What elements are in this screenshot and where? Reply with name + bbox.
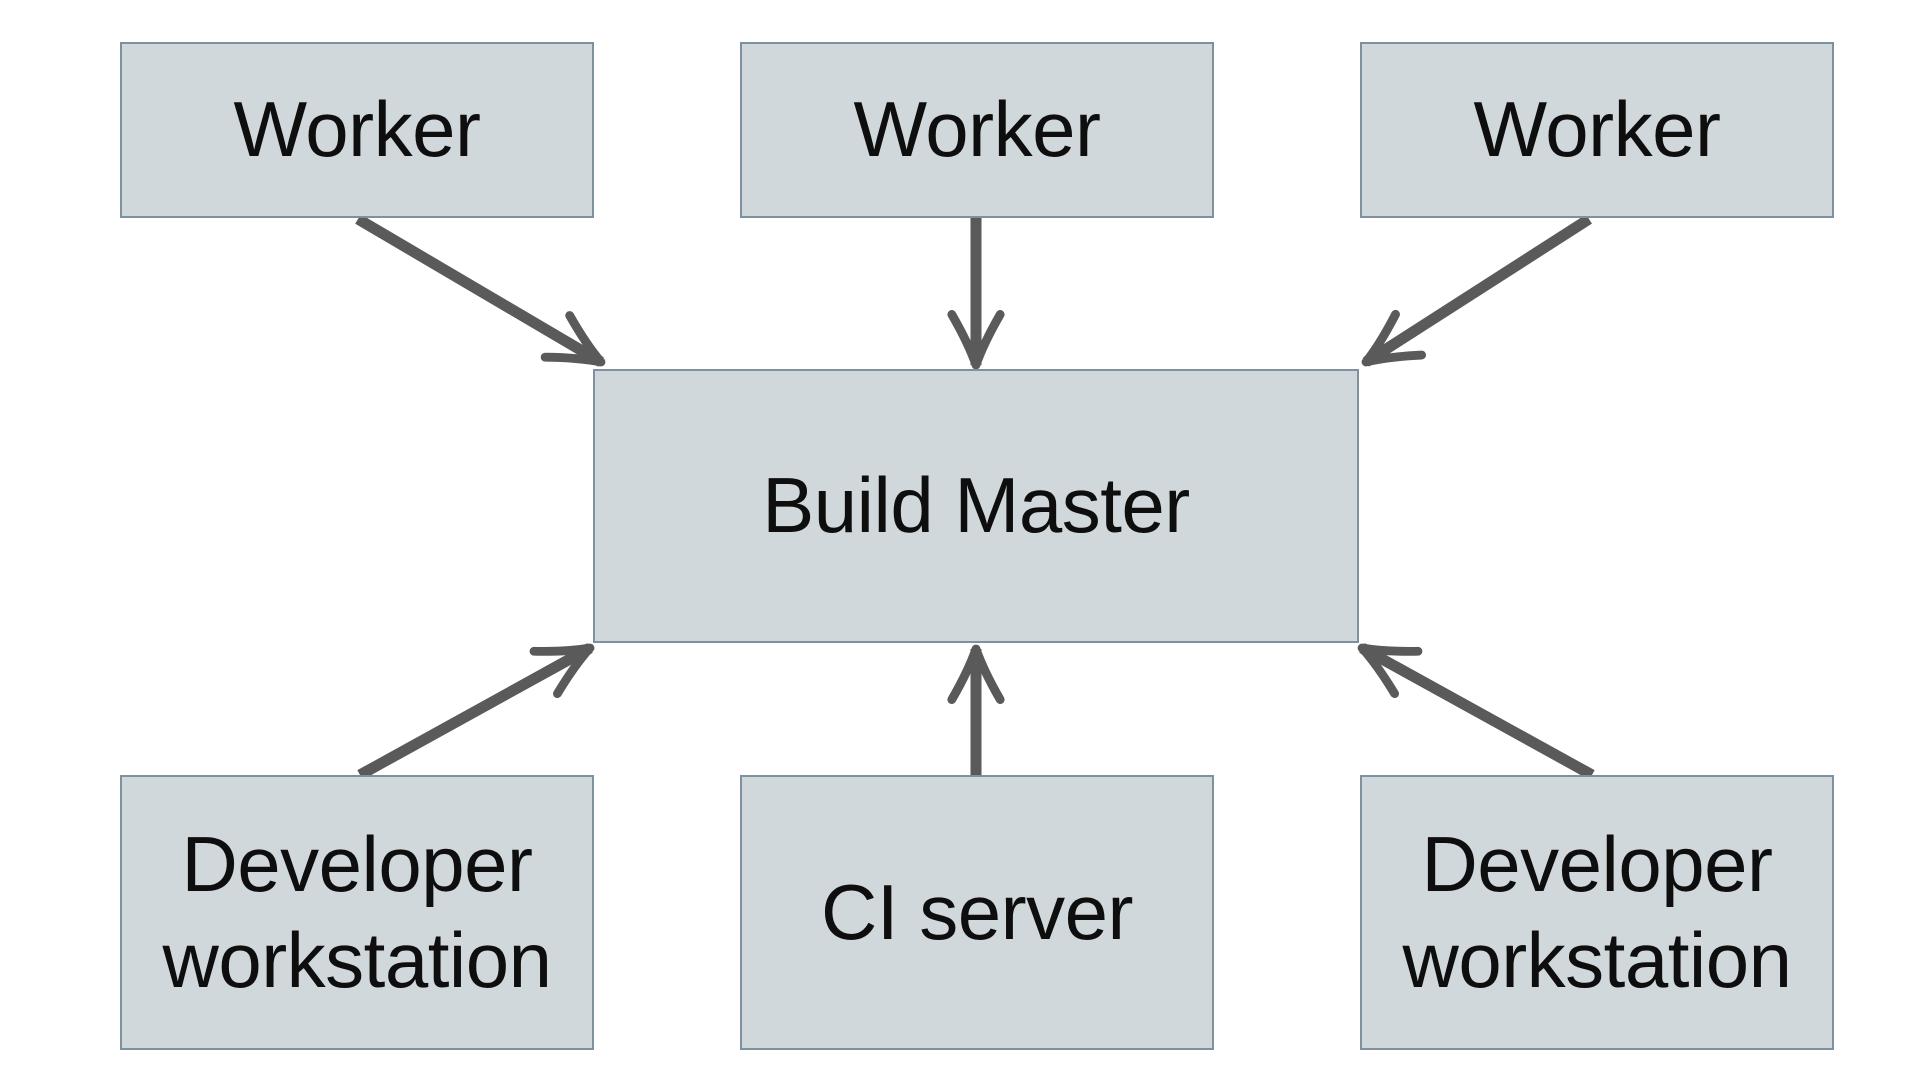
node-label: Developer workstation: [162, 820, 553, 1004]
node-label: Build Master: [762, 461, 1190, 550]
node-ci-server: CI server: [740, 775, 1214, 1050]
node-label: CI server: [821, 867, 1133, 956]
node-developer-workstation-left: Developer workstation: [120, 775, 594, 1050]
node-developer-workstation-right: Developer workstation: [1360, 775, 1834, 1050]
node-label: Developer workstation: [1402, 820, 1793, 1004]
arrow-worker-3-to-build-master: [1361, 214, 1592, 367]
node-label: Worker: [233, 85, 481, 174]
node-worker-2: Worker: [740, 42, 1214, 218]
node-build-master: Build Master: [593, 369, 1359, 643]
arrow-developer-workstation-left-to-build-master: [357, 643, 595, 780]
node-label: Worker: [1473, 85, 1721, 174]
node-worker-3: Worker: [1360, 42, 1834, 218]
node-worker-1: Worker: [120, 42, 594, 218]
arrow-worker-1-to-build-master: [355, 214, 606, 367]
node-label: Worker: [853, 85, 1101, 174]
arrow-developer-workstation-right-to-build-master: [1357, 643, 1595, 780]
